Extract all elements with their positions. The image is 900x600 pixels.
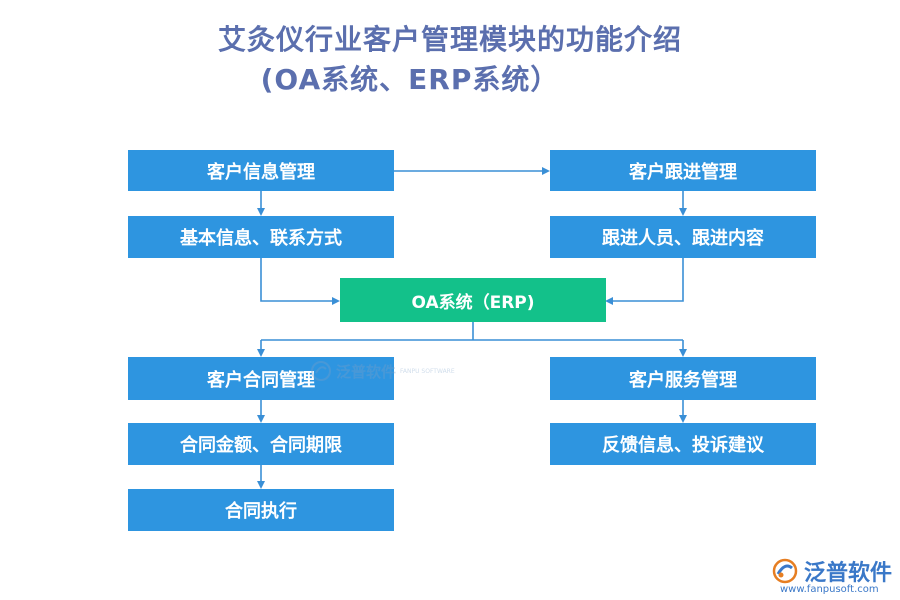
node-contract-exec: 合同执行 (128, 489, 394, 531)
watermark-sub: FANPU SOFTWARE (400, 367, 455, 375)
watermark-logo-icon (311, 361, 331, 381)
node-service-mgmt: 客户服务管理 (550, 357, 816, 400)
node-contract-terms: 合同金额、合同期限 (128, 423, 394, 465)
watermark: 泛普软件 FANPU SOFTWARE (310, 360, 455, 382)
node-follow-up: 客户跟进管理 (550, 150, 816, 191)
brand-logo-icon (772, 558, 798, 584)
node-feedback: 反馈信息、投诉建议 (550, 423, 816, 465)
node-oa-system: OA系统（ERP) (340, 278, 606, 322)
connector-details-to-oa (605, 258, 684, 305)
node-contract-mgmt: 客户合同管理 (128, 357, 394, 400)
node-customer-info: 客户信息管理 (128, 150, 394, 191)
node-basic-info: 基本信息、联系方式 (128, 216, 394, 258)
page-title: 艾灸仪行业客户管理模块的功能介绍 (217, 23, 682, 56)
page-subtitle: (OA系统、ERP系统） (260, 63, 560, 96)
brand-name: 泛普软件 (804, 561, 893, 586)
connector-basic-to-oa (260, 258, 340, 305)
brand-url: www.fanpusoft.com (780, 584, 879, 595)
watermark-text: 泛普软件 (336, 362, 397, 381)
brand-logo: 泛普软件 (772, 555, 892, 587)
node-follow-details: 跟进人员、跟进内容 (550, 216, 816, 258)
